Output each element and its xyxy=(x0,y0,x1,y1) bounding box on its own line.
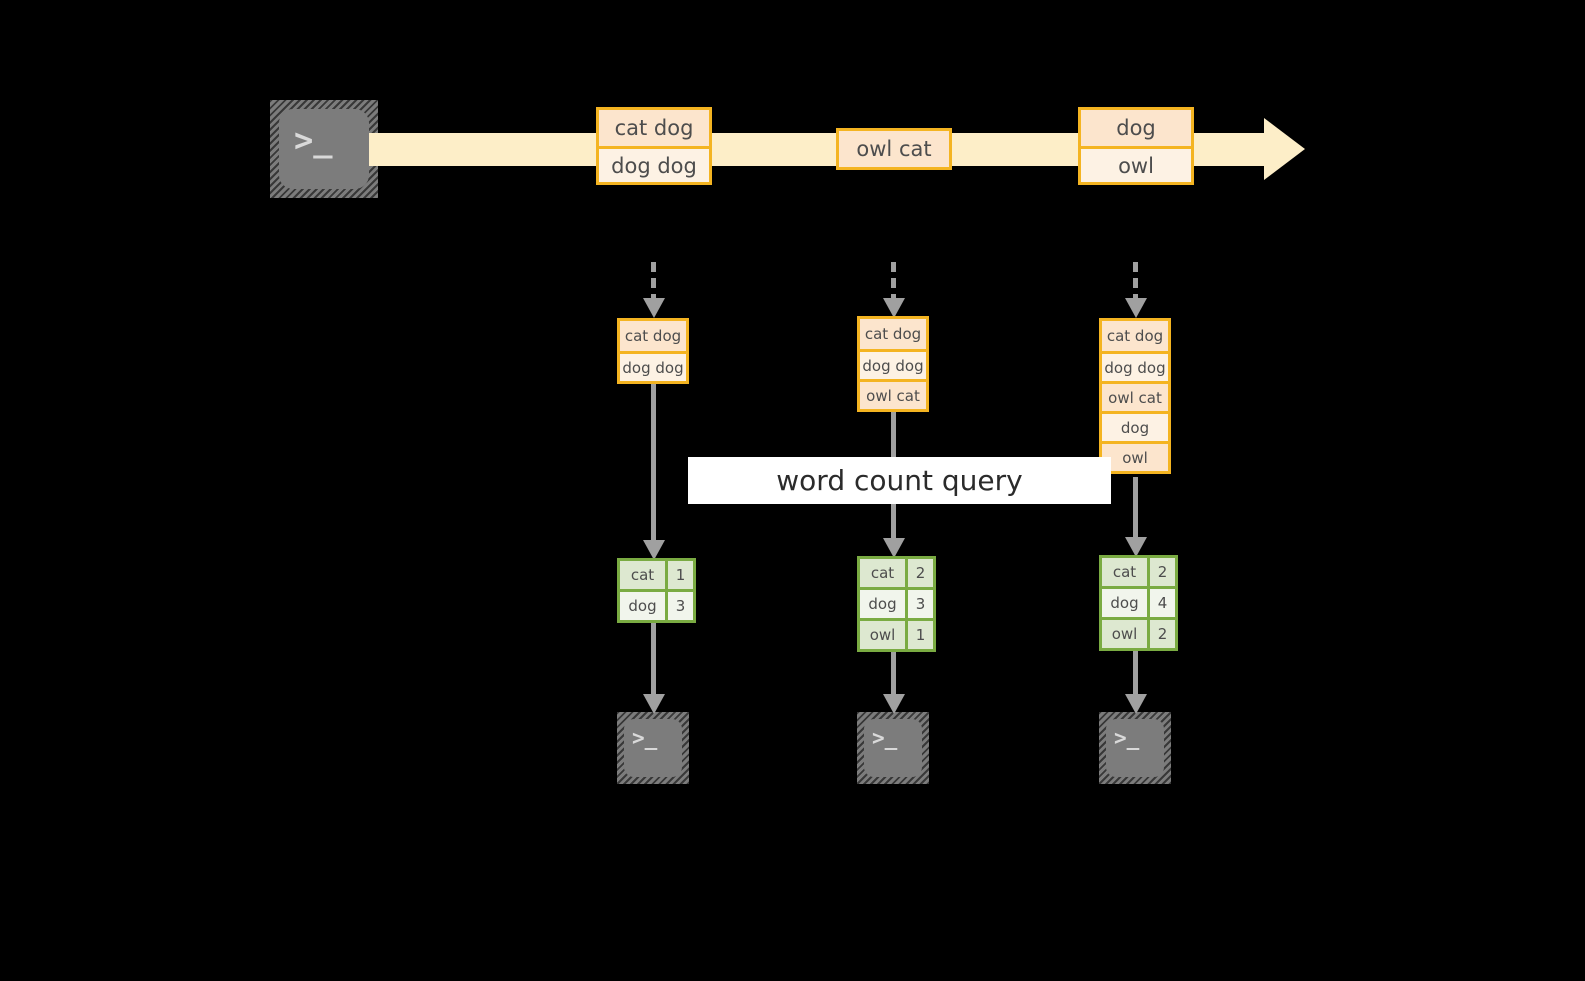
result-word: owl xyxy=(860,621,905,649)
input-row: dog dog xyxy=(860,349,926,379)
input-row: owl xyxy=(1102,441,1168,471)
input-row: dog dog xyxy=(620,351,686,381)
trigger-1-sink-terminal-icon: >_ xyxy=(617,712,689,784)
table-row: cat 1 xyxy=(620,561,693,589)
trigger-1-result-table: cat 1 dog 3 xyxy=(617,558,696,623)
record-line: owl cat xyxy=(839,131,949,167)
record-line: owl xyxy=(1081,146,1191,182)
input-row: cat dog xyxy=(1102,321,1168,351)
result-word: cat xyxy=(620,561,665,589)
input-row: owl cat xyxy=(860,379,926,409)
stream-arrival-3: dog owl xyxy=(1078,107,1194,185)
trigger-2-dashed-arrowhead xyxy=(883,298,905,318)
trigger-3-sink-arrowhead xyxy=(1125,694,1147,714)
trigger-3-dashed-arrowhead xyxy=(1125,298,1147,318)
trigger-1-query-arrowhead xyxy=(643,540,665,560)
query-banner: word count query xyxy=(688,457,1111,504)
trigger-3-input-table: cat dog dog dog owl cat dog owl xyxy=(1099,318,1171,474)
trigger-3-result-table: cat 2 dog 4 owl 2 xyxy=(1099,555,1178,651)
input-row: cat dog xyxy=(620,321,686,351)
terminal-screen xyxy=(279,109,369,189)
input-row: dog xyxy=(1102,411,1168,441)
result-count: 1 xyxy=(905,621,933,649)
stream-arrowhead xyxy=(1264,118,1305,180)
table-row: dog 3 xyxy=(860,587,933,618)
table-row: cat 2 xyxy=(1102,558,1175,586)
terminal-screen xyxy=(1106,719,1164,777)
trigger-2-sink-arrowhead xyxy=(883,694,905,714)
result-count: 3 xyxy=(905,590,933,618)
stream-arrival-2: owl cat xyxy=(836,128,952,170)
record-line: cat dog xyxy=(599,110,709,146)
trigger-1-dashed-arrowhead xyxy=(643,298,665,318)
table-row: dog 3 xyxy=(620,589,693,620)
result-count: 2 xyxy=(1147,558,1175,586)
terminal-prompt-glyph: >_ xyxy=(872,726,898,750)
result-word: dog xyxy=(860,590,905,618)
terminal-screen xyxy=(624,719,682,777)
trigger-3-sink-connector xyxy=(1133,650,1138,702)
result-count: 4 xyxy=(1147,589,1175,617)
table-row: cat 2 xyxy=(860,559,933,587)
trigger-1-input-table: cat dog dog dog xyxy=(617,318,689,384)
table-row: owl 1 xyxy=(860,618,933,649)
result-count: 2 xyxy=(905,559,933,587)
source-terminal-icon: >_ xyxy=(270,100,378,198)
trigger-2-sink-connector xyxy=(891,651,896,702)
result-word: cat xyxy=(860,559,905,587)
trigger-3-sink-terminal-icon: >_ xyxy=(1099,712,1171,784)
trigger-2-dashed-connector xyxy=(891,262,896,304)
trigger-2-result-table: cat 2 dog 3 owl 1 xyxy=(857,556,936,652)
trigger-1-query-connector xyxy=(651,384,656,550)
terminal-prompt-glyph: >_ xyxy=(294,121,333,159)
input-row: cat dog xyxy=(860,319,926,349)
trigger-1-sink-arrowhead xyxy=(643,694,665,714)
terminal-screen xyxy=(864,719,922,777)
input-row: owl cat xyxy=(1102,381,1168,411)
trigger-3-dashed-connector xyxy=(1133,262,1138,304)
record-line: dog xyxy=(1081,110,1191,146)
result-word: cat xyxy=(1102,558,1147,586)
table-row: dog 4 xyxy=(1102,586,1175,617)
result-word: owl xyxy=(1102,620,1147,648)
trigger-1-dashed-connector xyxy=(651,262,656,304)
terminal-prompt-glyph: >_ xyxy=(1114,726,1140,750)
input-row: dog dog xyxy=(1102,351,1168,381)
trigger-2-sink-terminal-icon: >_ xyxy=(857,712,929,784)
trigger-3-query-connector xyxy=(1133,477,1138,548)
result-count: 2 xyxy=(1147,620,1175,648)
terminal-prompt-glyph: >_ xyxy=(632,726,658,750)
record-line: dog dog xyxy=(599,146,709,182)
trigger-3-query-arrowhead xyxy=(1125,537,1147,557)
trigger-2-query-arrowhead xyxy=(883,538,905,558)
table-row: owl 2 xyxy=(1102,617,1175,648)
query-banner-label: word count query xyxy=(776,464,1023,497)
result-word: dog xyxy=(620,592,665,620)
result-count: 1 xyxy=(665,561,693,589)
trigger-1-sink-connector xyxy=(651,622,656,702)
result-word: dog xyxy=(1102,589,1147,617)
result-count: 3 xyxy=(665,592,693,620)
trigger-2-input-table: cat dog dog dog owl cat xyxy=(857,316,929,412)
stream-arrival-1: cat dog dog dog xyxy=(596,107,712,185)
